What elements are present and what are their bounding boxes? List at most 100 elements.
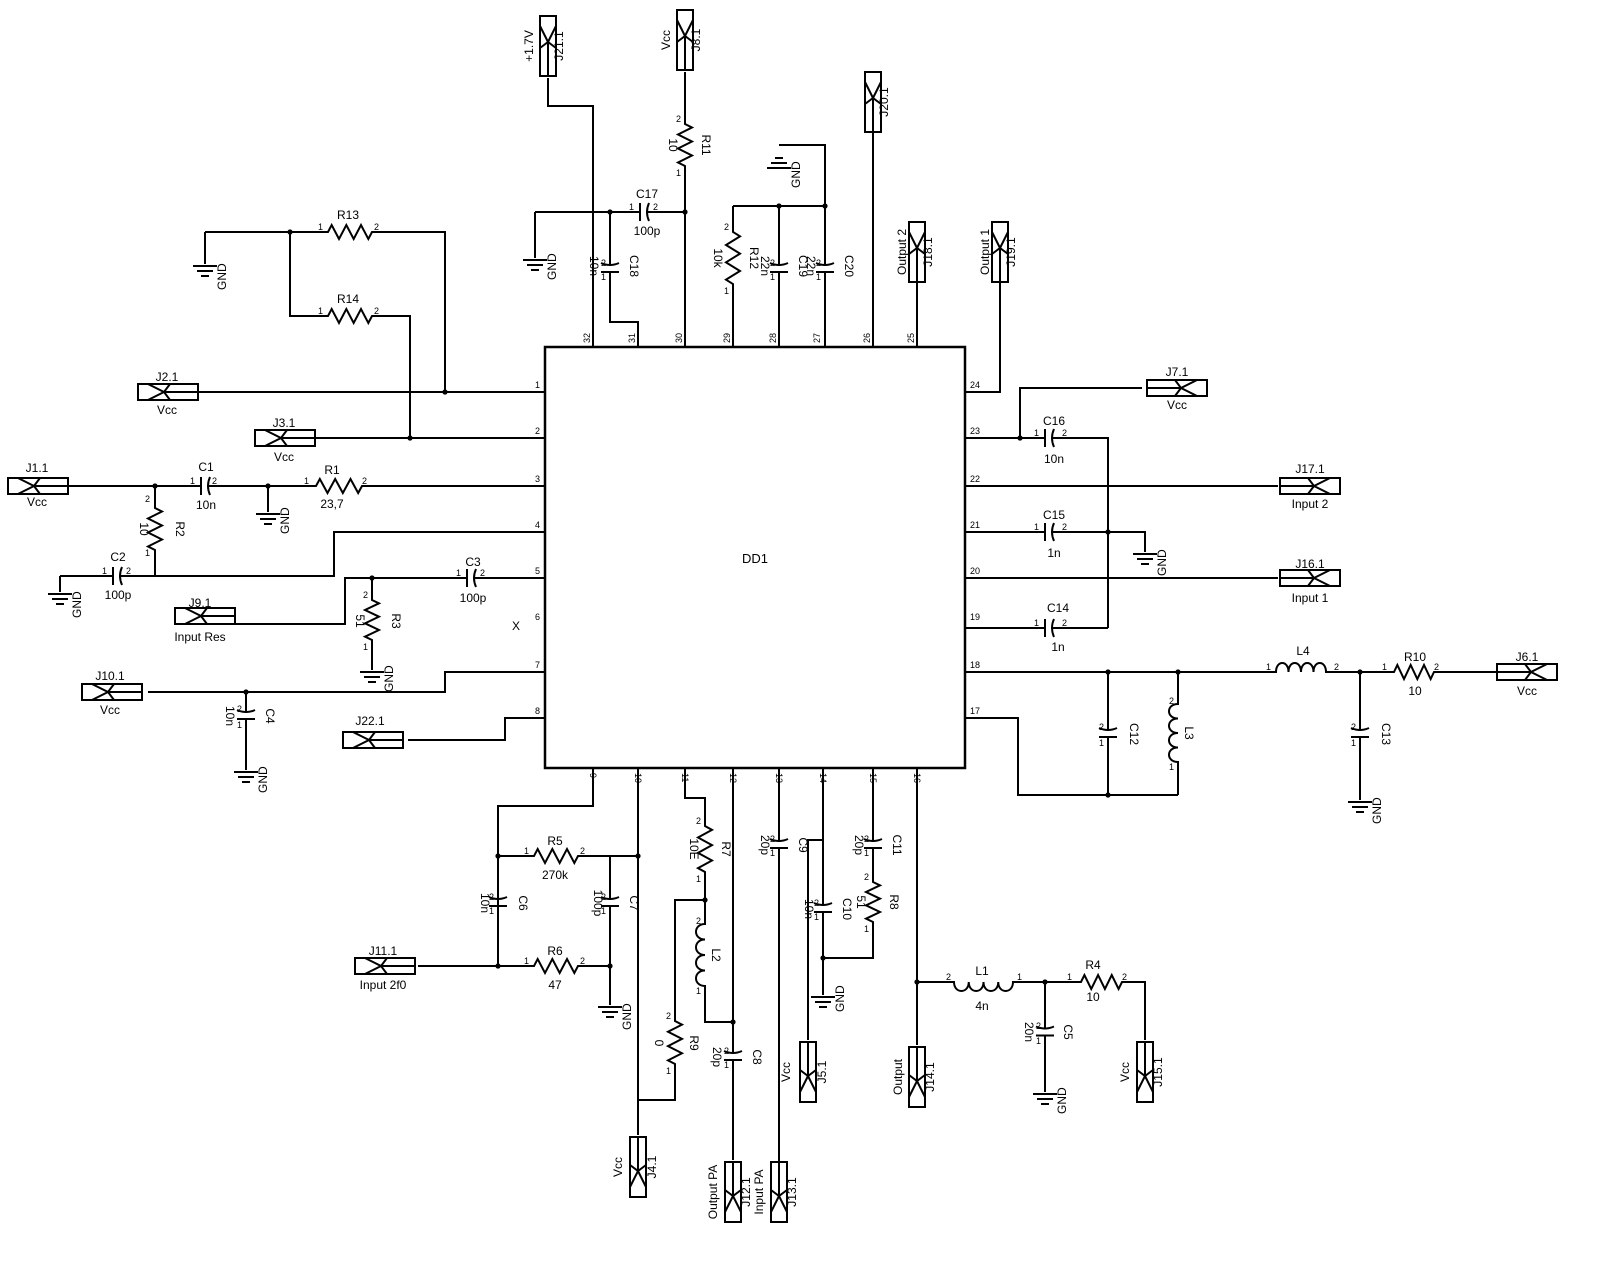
pin-number: 2	[363, 590, 368, 600]
connector-shape	[1279, 477, 1341, 495]
c16-capacitor	[1040, 428, 1056, 448]
ic-body	[543, 345, 967, 770]
pin-number: 1	[864, 848, 869, 858]
connector-label: Input 2f0	[360, 978, 407, 992]
ref-designator: R11	[699, 134, 713, 155]
connector-shape	[81, 683, 143, 701]
c9-capacitor	[769, 838, 789, 852]
ref-designator: L3	[1182, 726, 1196, 740]
l3-inductor	[1168, 700, 1179, 766]
connector-label: Vcc	[611, 1157, 625, 1177]
ref-designator: C6	[516, 895, 530, 911]
pin-number: 1	[770, 848, 775, 858]
pin-number: 2	[1334, 662, 1339, 672]
ground-symbol: GND	[48, 591, 84, 618]
ground-symbol: GND	[1033, 1087, 1069, 1114]
pin-number: 4	[535, 520, 540, 530]
ref-designator: R5	[547, 834, 563, 848]
ref-designator: C17	[636, 187, 658, 201]
pin-number: 2	[480, 568, 485, 578]
pin-number: 2	[724, 222, 729, 232]
ref-designator: C5	[1061, 1024, 1075, 1040]
c13-capacitor	[1350, 726, 1370, 742]
c11-capacitor	[863, 838, 883, 852]
ref-designator: C10	[840, 898, 854, 920]
c1-capacitor	[196, 476, 212, 496]
junction-dot	[1105, 669, 1111, 675]
component-value: 51	[854, 895, 868, 909]
component-value: 10	[666, 138, 680, 152]
pin-number: 2	[724, 1046, 729, 1056]
l1-inductor	[950, 981, 1017, 992]
connector-ref: J19.1	[1004, 237, 1018, 267]
pin-number: 1	[1266, 662, 1271, 672]
c20-capacitor	[815, 262, 835, 276]
c2-capacitor	[108, 566, 124, 586]
component-value: 0	[652, 1040, 666, 1047]
c17-capacitor	[635, 202, 651, 222]
junction-dot	[1017, 435, 1023, 441]
connector-shape	[724, 1161, 742, 1223]
connector-ref: J2.1	[156, 370, 179, 384]
component-value: 22n	[804, 256, 818, 276]
connector-shape	[342, 731, 404, 749]
pin-number: 2	[1122, 972, 1127, 982]
pin-number: 17	[970, 706, 980, 716]
connector-ref: J1.1	[26, 461, 49, 475]
pin-number: 1	[456, 568, 461, 578]
connector-label: Output 1	[978, 229, 992, 275]
pin-number: 1	[145, 548, 150, 558]
pin-number: 1	[816, 272, 821, 282]
pin-number: 2	[237, 704, 242, 714]
pin-number: 2	[580, 956, 585, 966]
junction-dot	[776, 203, 782, 209]
pin-number: 1	[696, 986, 701, 996]
component-value: 10n	[587, 256, 601, 276]
c10-capacitor	[813, 902, 833, 916]
pin-numbers: 12	[864, 834, 869, 858]
pin-number: 12	[728, 773, 738, 783]
pin-number: 15	[868, 773, 878, 783]
pin-number: 18	[970, 660, 980, 670]
pin-number: 1	[1099, 738, 1104, 748]
component-value: 10E	[687, 838, 701, 859]
junction-dot	[1042, 979, 1048, 985]
pin-number: 2	[946, 972, 951, 982]
pin-numbers: 12	[770, 834, 775, 858]
ref-designator: R12	[747, 247, 761, 269]
component-value: 10n	[802, 899, 816, 919]
junction-dot	[822, 203, 828, 209]
c4-capacitor	[236, 708, 256, 724]
junction-dot	[682, 209, 688, 215]
no-connect-mark: X	[512, 619, 520, 633]
c19-capacitor	[769, 262, 789, 276]
c6-capacitor	[488, 896, 508, 910]
junction-dot	[152, 483, 158, 489]
connector-ref: J22.1	[355, 714, 385, 728]
connector-shape	[539, 15, 557, 77]
pin-number: 3	[535, 474, 540, 484]
component-value: 270k	[542, 868, 569, 882]
component-value: 10n	[196, 498, 216, 512]
pin-number: 2	[814, 898, 819, 908]
pin-number: 26	[862, 333, 872, 343]
r3-resistor	[362, 594, 382, 646]
pin-number: 22	[970, 474, 980, 484]
ground-mark	[1033, 1093, 1057, 1105]
r13-resistor	[322, 222, 378, 242]
connector-j20-1: J20.1	[864, 71, 891, 133]
pin-number: 1	[489, 906, 494, 916]
connector-label: Vcc	[274, 450, 294, 464]
ground-symbol: GND	[1133, 549, 1169, 576]
